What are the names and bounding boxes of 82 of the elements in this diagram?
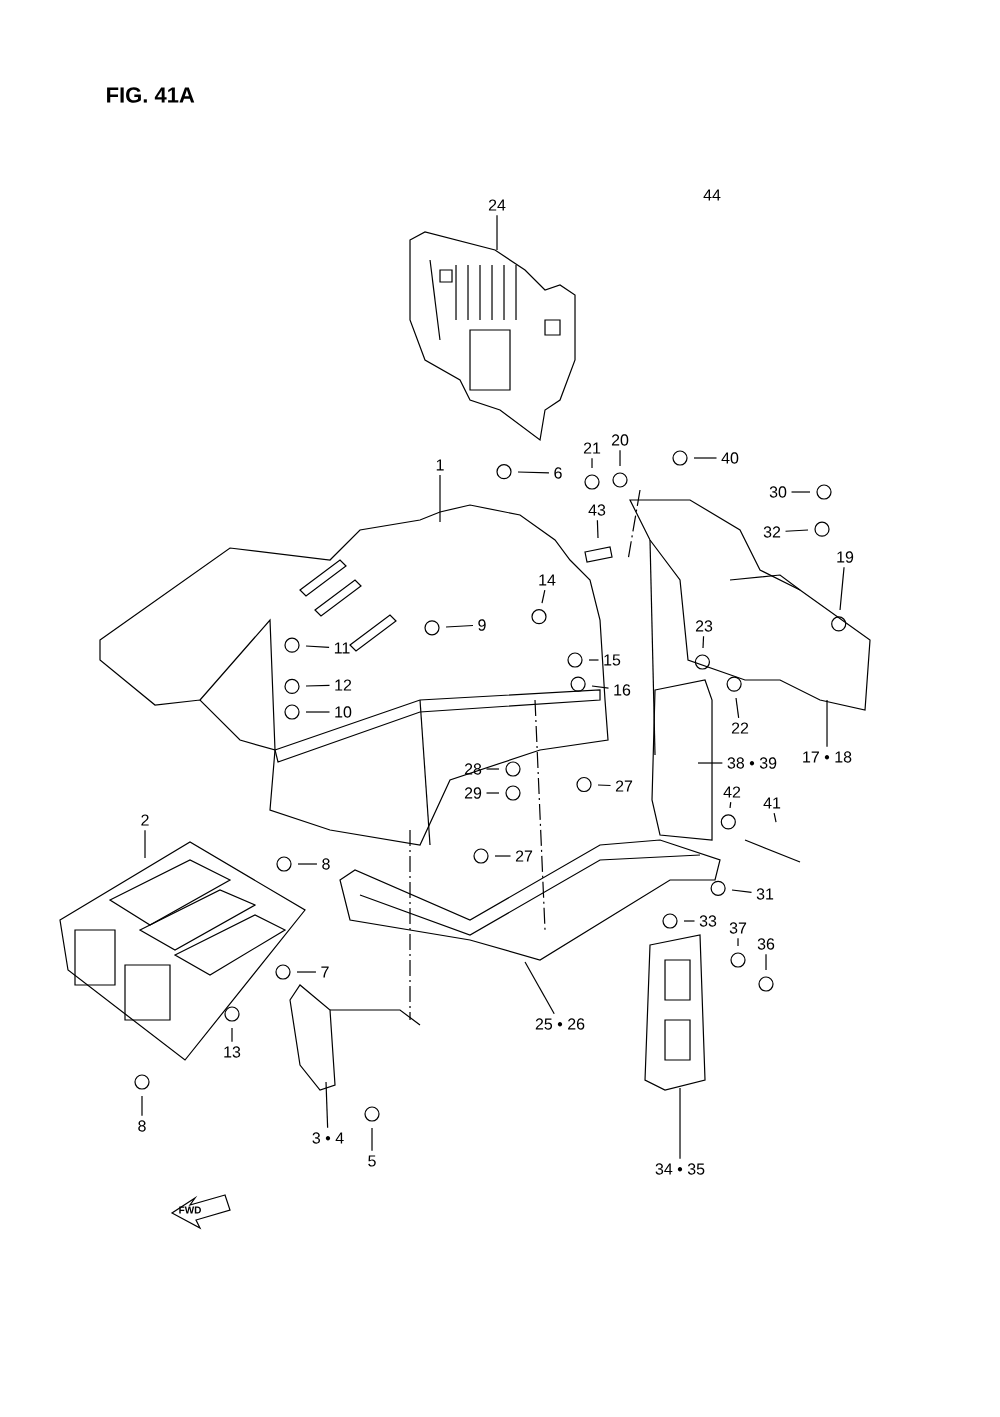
leader-line xyxy=(679,1087,681,1160)
callout-number: 42 xyxy=(723,786,741,798)
callout-number: 15 xyxy=(604,654,621,666)
leader-line xyxy=(445,624,474,628)
leader-line xyxy=(619,449,621,467)
leader-line xyxy=(305,645,330,648)
leader-line xyxy=(790,491,811,493)
leader-line xyxy=(731,889,753,893)
callout-number: 20 xyxy=(611,434,629,446)
callout-number: 7 xyxy=(321,966,329,978)
callout-number: 21 xyxy=(583,442,601,454)
leader-line xyxy=(305,684,331,687)
callout-number: 17 • 18 xyxy=(803,751,852,763)
callout-number: 27 xyxy=(515,850,533,862)
callout-number: 19 xyxy=(837,551,854,563)
leader-line xyxy=(729,801,732,809)
callout-number: 38 • 39 xyxy=(727,757,777,769)
callout-number: 31 xyxy=(756,888,774,900)
leader-line xyxy=(485,768,500,770)
callout-number: 33 xyxy=(699,915,717,927)
callout-number: 5 xyxy=(368,1155,376,1167)
callout-number: 8 xyxy=(322,858,330,870)
callout-number: 24 xyxy=(488,199,506,211)
leader-line xyxy=(784,529,809,532)
leader-line xyxy=(485,792,500,794)
callout-number: 16 xyxy=(614,684,631,696)
figure-title: FIG. 41A xyxy=(107,87,195,103)
leader-line xyxy=(371,1127,373,1152)
callout-number: 12 xyxy=(335,679,352,691)
leader-line xyxy=(693,457,718,459)
leader-line xyxy=(839,566,845,611)
callout-number: 41 xyxy=(763,797,781,809)
callout-number: 36 xyxy=(757,938,775,950)
callout-number: 34 • 35 xyxy=(655,1163,705,1175)
leader-line xyxy=(439,474,441,523)
callout-number: 9 xyxy=(478,619,486,631)
callout-number: 6 xyxy=(554,467,562,479)
leader-line xyxy=(297,863,318,865)
callout-number: 2 xyxy=(141,814,149,826)
callout-number: 30 xyxy=(769,486,787,498)
callout-number: 1 xyxy=(436,459,444,471)
callout-number: 37 xyxy=(729,922,747,934)
leader-line xyxy=(735,697,740,719)
leader-line xyxy=(141,1095,143,1117)
leader-line xyxy=(702,635,705,649)
callout-number: 10 xyxy=(335,706,352,718)
callout-number: 8 xyxy=(138,1120,146,1132)
leader-line xyxy=(296,971,317,973)
callout-number: 3 • 4 xyxy=(312,1132,344,1144)
callout-number: 14 xyxy=(539,574,556,586)
leader-line xyxy=(697,762,723,764)
callout-number: 13 xyxy=(224,1046,241,1058)
leader-line xyxy=(596,519,599,539)
leader-line xyxy=(773,812,777,823)
callout-number: 43 xyxy=(588,504,606,516)
callout-number: 23 xyxy=(695,620,713,632)
leader-line xyxy=(231,1027,233,1043)
leader-line xyxy=(496,214,498,251)
callout-number: 40 xyxy=(721,452,739,464)
callout-number: 25 • 26 xyxy=(535,1018,585,1030)
leader-line xyxy=(524,961,555,1015)
leader-line xyxy=(826,699,828,748)
leader-line xyxy=(517,471,550,474)
leader-line xyxy=(737,937,739,947)
leader-line xyxy=(683,920,696,922)
leader-line xyxy=(591,457,593,469)
leader-line xyxy=(597,784,612,787)
callout-number: 29 xyxy=(464,787,482,799)
leader-line xyxy=(494,855,512,857)
leader-line xyxy=(144,829,146,859)
leader-line xyxy=(541,589,546,604)
callout-number: 27 xyxy=(615,780,633,792)
direction-label: FWD xyxy=(179,1206,201,1214)
leader-line xyxy=(588,659,600,661)
callout-number: 44 xyxy=(703,189,721,201)
callout-number: 11 xyxy=(334,642,350,654)
callout-number: 22 xyxy=(731,722,749,734)
leader-line xyxy=(765,953,767,971)
leader-line xyxy=(591,685,610,689)
callout-number: 32 xyxy=(763,526,781,538)
leader-line xyxy=(325,1081,329,1129)
leader-line xyxy=(305,711,331,713)
